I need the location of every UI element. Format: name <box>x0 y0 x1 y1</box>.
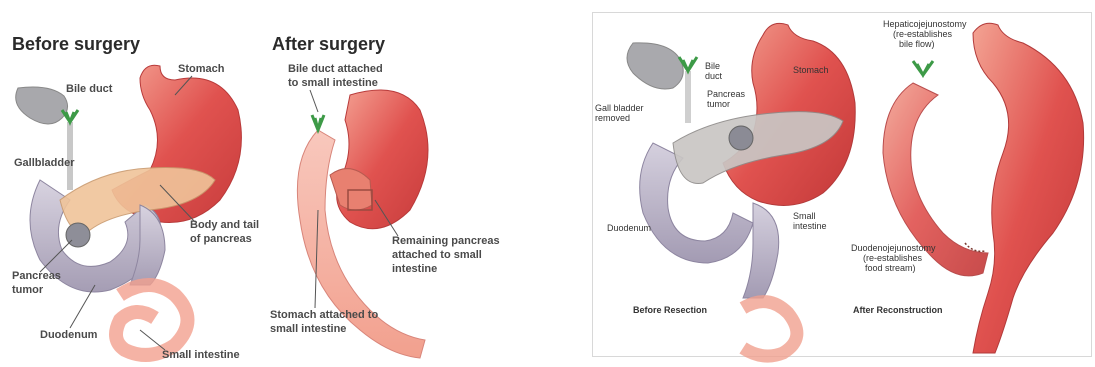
label-gall-r-2: removed <box>595 113 630 123</box>
bile-duct-green-shape <box>62 110 78 122</box>
label-remaining-2: attached to small <box>392 249 482 261</box>
small-intestine-shape-2 <box>743 203 779 298</box>
before-surgery-title: Before surgery <box>12 34 140 54</box>
label-pancreas-r-1: Pancreas <box>707 89 746 99</box>
small-intestine-shape <box>116 285 188 355</box>
label-duodenum: Duodenum <box>40 329 98 341</box>
label-small-intestine: Small intestine <box>162 349 240 361</box>
label-bile-attached-1: Bile duct attached <box>288 63 383 75</box>
label-bile-r-2: duct <box>705 71 723 81</box>
label-duodeno-2: (re-establishes <box>863 253 923 263</box>
label-body-tail-2: of pancreas <box>190 233 252 245</box>
label-pancreas-tumor-1: Pancreas <box>12 270 61 282</box>
pancreas-tumor-shape-2 <box>729 126 753 150</box>
after-stomach-shape-2 <box>973 23 1084 353</box>
label-hepatico-3: bile flow) <box>899 39 935 49</box>
label-remaining-3: intestine <box>392 263 437 275</box>
label-small-r-2: intestine <box>793 221 827 231</box>
label-gall-r-1: Gall bladder <box>595 103 644 113</box>
label-stomach-attached-2: small intestine <box>270 323 346 335</box>
gallbladder-removed-shape <box>627 43 683 89</box>
label-body-tail-1: Body and tail <box>190 219 259 231</box>
label-bile-r-1: Bile <box>705 61 720 71</box>
after-bile-green <box>312 115 324 130</box>
label-duodeno-1: Duodenojejunostomy <box>851 243 936 253</box>
label-bile-attached-2: to small intestine <box>288 77 378 89</box>
label-stomach-attached-1: Stomach attached to <box>270 309 378 321</box>
label-small-r-1: Small <box>793 211 816 221</box>
pancreas-tumor-shape <box>66 223 90 247</box>
label-after-reconstruction: After Reconstruction <box>853 305 943 315</box>
label-duodenum-r: Duodenum <box>607 223 651 233</box>
right-illustration-svg: Bile duct Stomach Gall bladder removed P… <box>593 13 1091 356</box>
label-bile-duct: Bile duct <box>66 83 113 95</box>
label-pancreas-tumor-2: tumor <box>12 284 44 296</box>
label-pancreas-r-2: tumor <box>707 99 730 109</box>
label-duodeno-3: food stream) <box>865 263 916 273</box>
gallbladder-shape <box>16 87 68 124</box>
reconstruction-organs <box>883 23 1084 353</box>
before-organs <box>16 65 242 355</box>
label-stomach-r: Stomach <box>793 65 829 75</box>
label-hepatico-1: Hepaticojejunostomy <box>883 19 967 29</box>
after-surgery-title: After surgery <box>272 34 385 54</box>
before-after-surgery-illustration: Before surgery After surgery Bile duct S… <box>0 0 560 367</box>
left-illustration-svg: Before surgery After surgery Bile duct S… <box>0 0 560 367</box>
small-intestine-coil-2 <box>743 302 797 356</box>
label-gallbladder: Gallbladder <box>14 157 75 169</box>
label-stomach: Stomach <box>178 63 225 75</box>
resection-reconstruction-illustration: Bile duct Stomach Gall bladder removed P… <box>592 12 1092 357</box>
label-hepatico-2: (re-establishes <box>893 29 953 39</box>
label-remaining-1: Remaining pancreas <box>392 235 500 247</box>
bile-green-shape-3 <box>913 61 933 75</box>
label-before-resection: Before Resection <box>633 305 707 315</box>
